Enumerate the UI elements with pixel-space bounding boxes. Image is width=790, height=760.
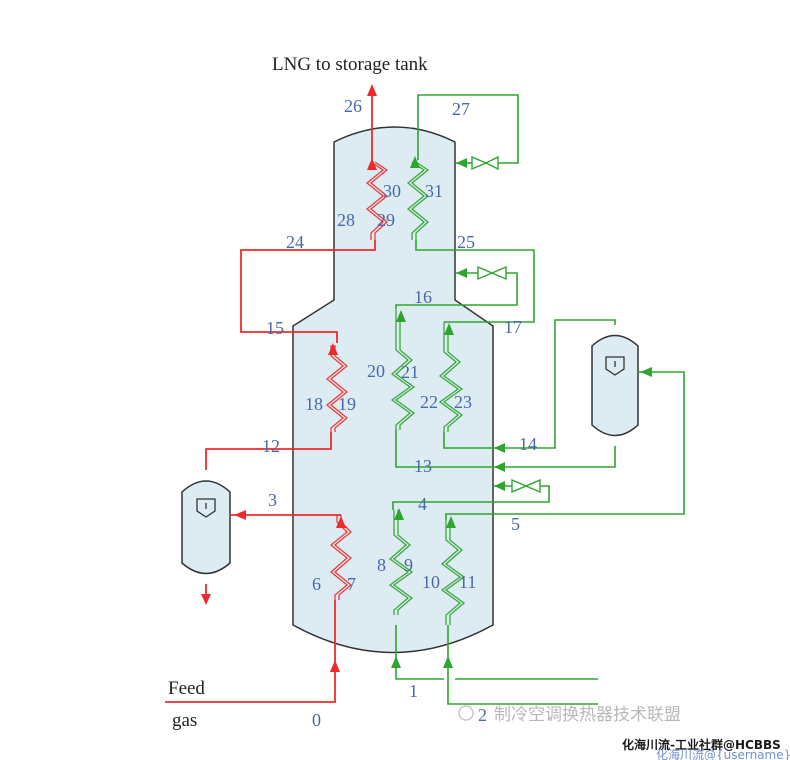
left-separator (181, 480, 231, 575)
feed-gas-label-2: gas (172, 710, 197, 731)
throttle-valve-top[interactable] (471, 155, 499, 171)
separator-level-icon (605, 356, 625, 376)
stream-label: 27 (452, 99, 470, 119)
stream-label: 6 (312, 574, 321, 594)
forum-watermark: 化海川流-工业社群@HCBBS (622, 737, 781, 752)
stream-label: 9 (404, 555, 413, 575)
feed-gas-label: Feed (168, 678, 205, 699)
stream-label: 30 (383, 181, 401, 201)
stream-label: 3 (268, 490, 277, 510)
stream-labels: 0 1 2 3 4 5 6 7 8 9 10 11 12 13 14 15 16… (262, 96, 537, 730)
wechat-icon (458, 705, 474, 721)
stream-label: 11 (459, 572, 476, 592)
natural-gas-streams (165, 84, 389, 703)
stream-label: 20 (367, 361, 385, 381)
stream-label: 25 (457, 232, 475, 252)
stream-label: 18 (305, 394, 323, 414)
svg-text:制冷空调换热器技术联盟: 制冷空调换热器技术联盟 (494, 705, 681, 725)
forum-watermark-sub: 化海川流@{username} (656, 747, 790, 760)
stream-label: 2 (478, 705, 487, 725)
stream-label: 15 (266, 318, 284, 338)
stream-label: 8 (377, 555, 386, 575)
wechat-watermark: 制冷空调换热器技术联盟 (458, 705, 681, 725)
stream-label: 23 (454, 392, 472, 412)
stream-label: 16 (414, 287, 432, 307)
stream-label: 13 (414, 456, 432, 476)
stream-label: 17 (504, 317, 522, 337)
throttle-valve-middle[interactable] (477, 265, 507, 281)
stream-label: 4 (418, 494, 427, 514)
stream-label: 0 (312, 710, 321, 730)
stream-label: 24 (286, 232, 304, 252)
stream-label: 12 (262, 436, 280, 456)
right-separator (591, 334, 639, 437)
separator-level-icon (196, 498, 216, 518)
stream-label: 5 (511, 514, 520, 534)
stream-label: 28 (337, 210, 355, 230)
stream-label: 14 (519, 434, 537, 454)
stream-label: 29 (377, 210, 395, 230)
stream-label: 22 (420, 392, 438, 412)
stream-label: 7 (347, 574, 356, 594)
stream-label: 26 (344, 96, 362, 116)
stream-label: 1 (409, 681, 418, 701)
refrigerant-streams (388, 94, 685, 705)
stream-label: 31 (425, 181, 443, 201)
throttle-valve-bottom[interactable] (511, 478, 541, 494)
stream-label: 19 (338, 394, 356, 414)
stream-label: 10 (422, 572, 440, 592)
diagram-title: LNG to storage tank (272, 54, 428, 75)
stream-label: 21 (401, 362, 419, 382)
